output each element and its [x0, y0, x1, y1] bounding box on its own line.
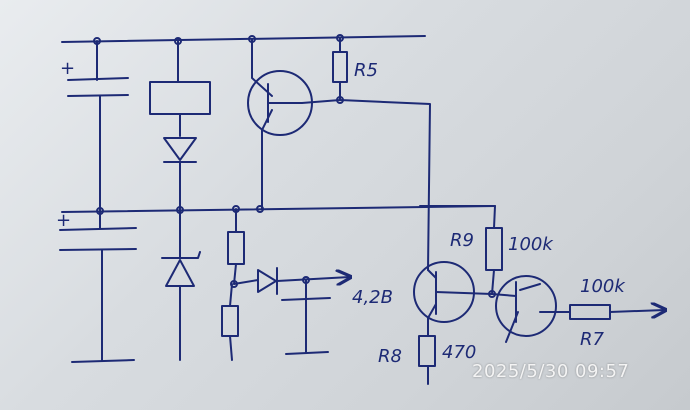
- zener-diode: [161, 209, 201, 361]
- resistor-r5: [301, 37, 431, 271]
- resistor-r8: [418, 335, 436, 385]
- relay-coil: [149, 40, 211, 137]
- r8-value: 470: [442, 342, 476, 363]
- transistor-middle: [413, 261, 493, 337]
- diode-relay: [163, 137, 197, 211]
- capacitor-bottom: [59, 210, 137, 363]
- top-rail: [61, 35, 426, 43]
- photo-timestamp: 2025/5/30 09:57: [472, 361, 630, 382]
- transistor-top: [247, 38, 313, 210]
- divider-resistors: [221, 208, 245, 361]
- output-voltage-label: 4,2B: [352, 287, 393, 308]
- r9-value: 100k: [508, 234, 554, 255]
- r8-label: R8: [378, 346, 402, 367]
- r9-label: R9: [450, 230, 474, 251]
- resistor-r7: [539, 305, 665, 320]
- r5-label: R5: [354, 60, 378, 81]
- resistor-r9: [419, 205, 503, 298]
- plus-sign-bottom: +: [56, 210, 71, 231]
- transistor-right: [491, 275, 557, 343]
- plus-sign-top: +: [60, 58, 75, 79]
- capacitor-top: [67, 40, 129, 212]
- r7-value: 100k: [580, 276, 626, 297]
- diode-output: [233, 267, 350, 355]
- r7-label: R7: [580, 329, 605, 350]
